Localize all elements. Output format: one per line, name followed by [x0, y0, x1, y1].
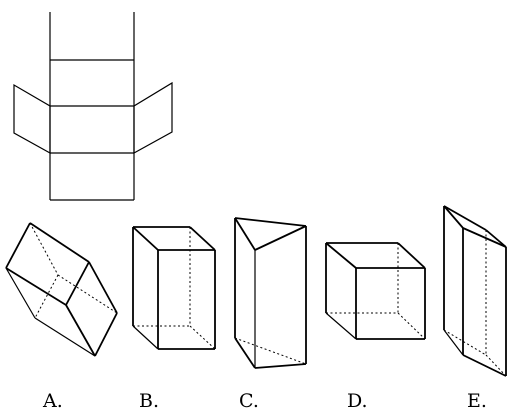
- option-c-solid: [234, 217, 307, 369]
- net-left-flap: [13, 83, 51, 155]
- option-c-label: C.: [239, 390, 259, 412]
- option-a-label: A.: [42, 390, 63, 412]
- option-a-solid: [5, 222, 118, 357]
- option-e-label: E.: [467, 390, 487, 412]
- net-diagram: [13, 12, 173, 201]
- option-d-solid: [325, 242, 426, 340]
- option-b-label: B.: [139, 390, 159, 412]
- option-e-solid: [443, 205, 507, 377]
- option-d-label: D.: [347, 390, 368, 412]
- net-right-flap: [133, 81, 173, 155]
- option-b-solid: [132, 226, 216, 350]
